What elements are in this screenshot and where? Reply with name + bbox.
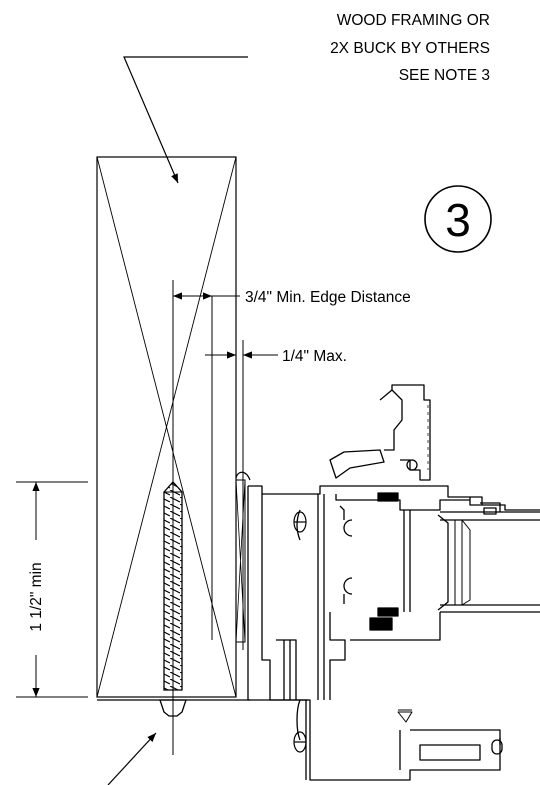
max-gap-dimension: 1/4" Max. [205, 340, 347, 650]
callout-line-1: WOOD FRAMING OR [337, 12, 490, 29]
frame-fastener-heads [293, 511, 307, 753]
framing-leader [123, 56, 248, 184]
framing-callout: WOOD FRAMING OR 2X BUCK BY OTHERS SEE NO… [330, 12, 490, 84]
detail-number-badge: 3 [424, 185, 492, 253]
aluminum-frame-profile [247, 384, 540, 781]
edge-distance-label: 3/4" Min. Edge Distance [245, 289, 411, 306]
shim-strip [235, 471, 251, 643]
edge-distance-dimension: 3/4" Min. Edge Distance [173, 289, 411, 640]
anchor-screw [159, 280, 187, 755]
callout-line-2: 2X BUCK BY OTHERS [330, 40, 490, 57]
embedment-label: 1 1/2" min [28, 562, 45, 631]
callout-line-3: SEE NOTE 3 [399, 67, 490, 84]
screw-leader [107, 732, 157, 785]
embedment-dimension: 1 1/2" min [16, 481, 88, 698]
max-gap-label: 1/4" Max. [282, 348, 347, 365]
detail-number: 3 [445, 194, 471, 246]
